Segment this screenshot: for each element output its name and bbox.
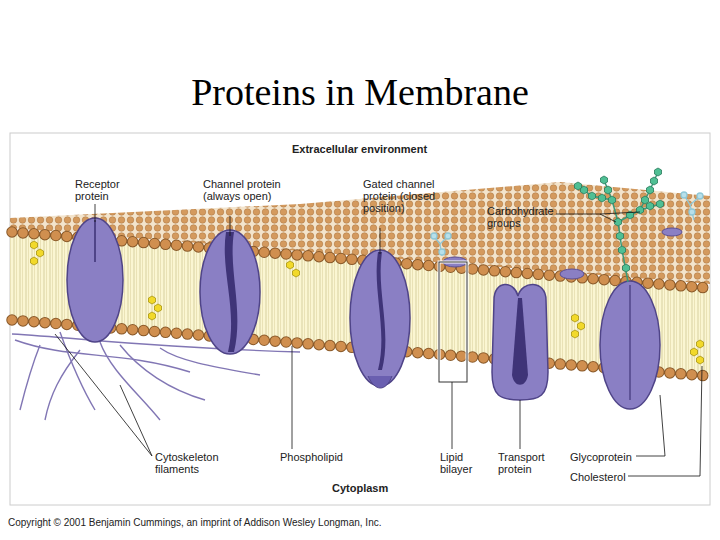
part-label: Phospholipid bbox=[280, 451, 370, 463]
glycoprotein bbox=[600, 281, 660, 409]
region-label: Cytoplasm bbox=[332, 482, 432, 494]
carbohydrate-units bbox=[575, 168, 664, 272]
part-label: Glycoprotein bbox=[570, 451, 650, 463]
copyright-note: Copyright © 2001 Benjamin Cummings, an i… bbox=[8, 517, 528, 529]
transport-protein bbox=[492, 284, 548, 400]
cytoskeleton bbox=[12, 332, 300, 420]
peripheral-protein bbox=[443, 228, 682, 279]
part-label: Carbohydrate groups bbox=[487, 205, 559, 229]
channel-protein bbox=[200, 230, 260, 354]
part-label: Channel protein (always open) bbox=[203, 178, 283, 202]
receptor-protein bbox=[67, 218, 123, 342]
part-label: Cytoskeleton filaments bbox=[155, 451, 235, 475]
bilayer-box-outline bbox=[439, 262, 467, 382]
carbohydrate-chain bbox=[578, 172, 660, 282]
bilayer-box bbox=[439, 262, 467, 382]
part-label: Gated channel protein (closed position) bbox=[363, 178, 439, 214]
gated-channel-protein bbox=[350, 250, 410, 388]
figure-panel bbox=[10, 133, 710, 505]
region-label: Extracellular environment bbox=[292, 143, 492, 155]
part-label: Lipid bilayer bbox=[440, 451, 490, 475]
glycolipid-chain bbox=[431, 192, 703, 256]
part-label: Cholesterol bbox=[570, 471, 650, 483]
part-label: Transport protein bbox=[498, 451, 558, 475]
leader-lines bbox=[55, 204, 702, 476]
part-label: Receptor protein bbox=[75, 178, 137, 202]
slide-title: Proteins in Membrane bbox=[0, 70, 720, 114]
